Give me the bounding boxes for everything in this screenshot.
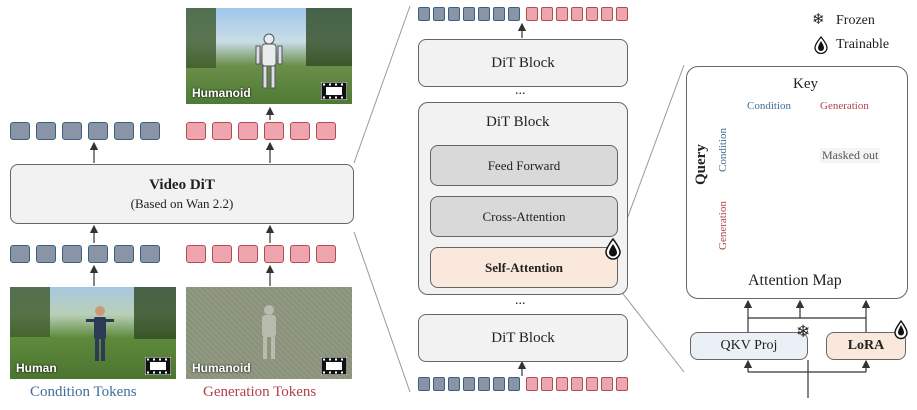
human-figure (10, 287, 176, 361)
legend-trainable-label: Trainable (836, 37, 890, 52)
zoom-line-bottom (353, 231, 411, 393)
snowflake-icon: ❄ (796, 322, 811, 341)
image-label-human: Human (16, 361, 57, 375)
self-attention-box: Self-Attention (430, 247, 618, 288)
dots-bottom: ... (515, 293, 526, 308)
attention-map-label: Attention Map (748, 272, 842, 289)
image-label-humanoid-top: Humanoid (192, 86, 251, 100)
condition-row-label: Condition (717, 127, 729, 172)
droplet-icon (605, 238, 621, 260)
film-strip-icon (321, 357, 347, 375)
key-label: Key (793, 76, 818, 92)
video-dit-title: Video DiT (149, 176, 215, 193)
zoom-line-attn-bottom (619, 289, 685, 373)
generation-row-label: Generation (717, 201, 729, 250)
generation-tokens-caption: Generation Tokens (203, 384, 317, 400)
generation-column-label: Generation (820, 100, 869, 112)
video-dit-subtitle: (Based on Wan 2.2) (130, 195, 234, 211)
cross-attention-box: Cross-Attention (430, 196, 618, 237)
humanoid-output-image: Humanoid (186, 8, 352, 104)
image-label-humanoid-bottom: Humanoid (192, 361, 251, 375)
legend-droplet-icon (814, 36, 828, 54)
droplet-icon (894, 320, 908, 340)
feed-forward-box: Feed Forward (430, 145, 618, 186)
humanoid-figure (186, 8, 352, 89)
masked-out-label: Masked out (820, 148, 881, 163)
dit-block-main-title: DiT Block (486, 114, 550, 130)
noisy-humanoid-input-image: Humanoid (186, 287, 352, 379)
film-strip-icon (321, 82, 347, 100)
human-input-image: Human (10, 287, 176, 379)
legend-frozen-label: Frozen (836, 13, 875, 28)
qkv-proj-box: QKV Proj (690, 332, 808, 360)
lora-box: LoRA (826, 332, 906, 360)
video-dit-box: Video DiT (Based on Wan 2.2) (10, 164, 354, 224)
dit-block-bottom: DiT Block (418, 314, 628, 362)
zoom-line-top (353, 5, 411, 164)
dit-block-top: DiT Block (418, 39, 628, 87)
zoom-line-attn-top (619, 64, 685, 239)
query-label: Query (693, 144, 709, 185)
attention-panel (686, 66, 908, 299)
dots-top: ... (515, 83, 526, 98)
condition-column-label: Condition (747, 100, 792, 112)
condition-tokens-caption: Condition Tokens (30, 384, 137, 400)
film-strip-icon (145, 357, 171, 375)
legend-snowflake-icon: ❄ (812, 12, 825, 28)
